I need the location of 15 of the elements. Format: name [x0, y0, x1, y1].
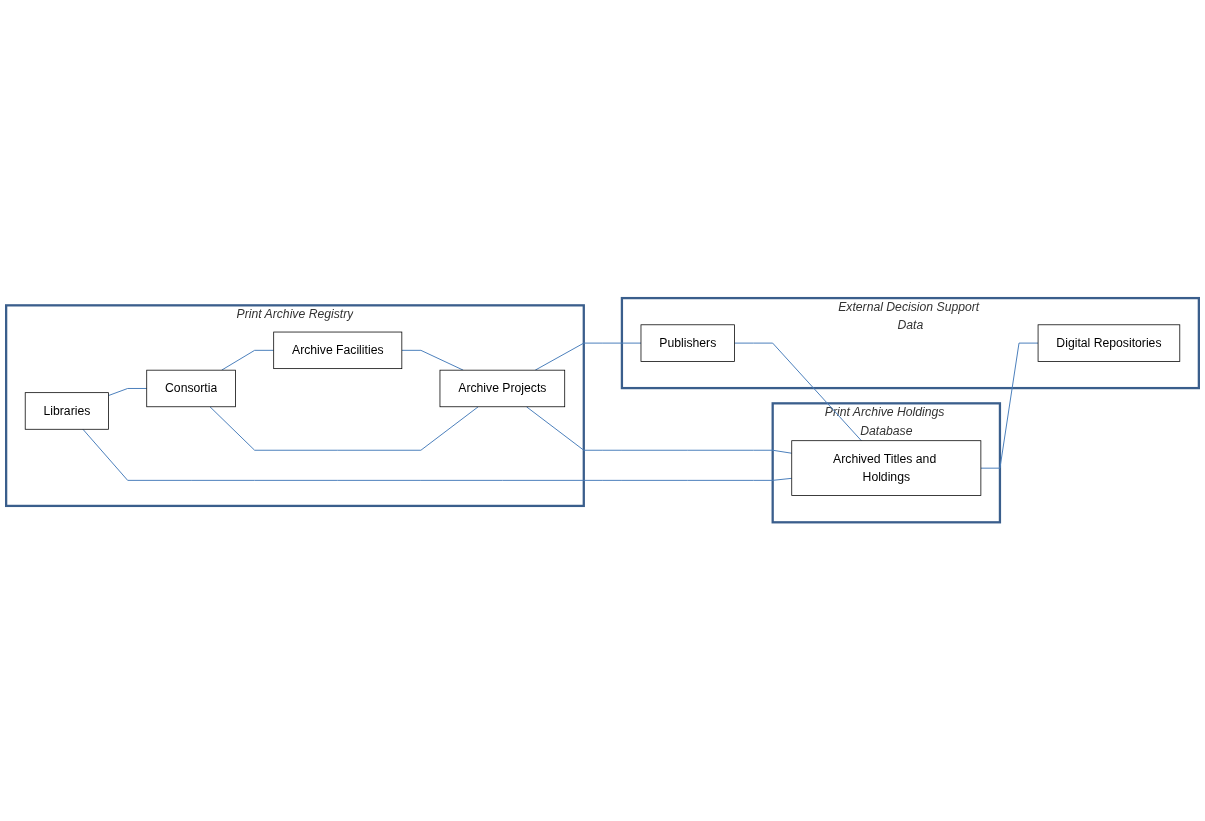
connector: [209, 406, 479, 452]
connector: [534, 342, 642, 371]
node-box: Publishers: [640, 324, 735, 363]
node-box: Archive Facilities: [273, 331, 403, 370]
connector: [401, 350, 464, 371]
connector: [221, 350, 275, 371]
connector: [734, 342, 862, 442]
node-box: Digital Repositories: [1037, 324, 1181, 363]
node-box: Libraries: [24, 392, 109, 430]
node-box: Archived Titles and Holdings: [791, 440, 982, 497]
connector: [980, 342, 1039, 469]
node-box: Consortia: [146, 370, 236, 408]
node-box: Archive Projects: [439, 370, 566, 408]
connector: [108, 388, 148, 397]
connector: [82, 429, 793, 482]
